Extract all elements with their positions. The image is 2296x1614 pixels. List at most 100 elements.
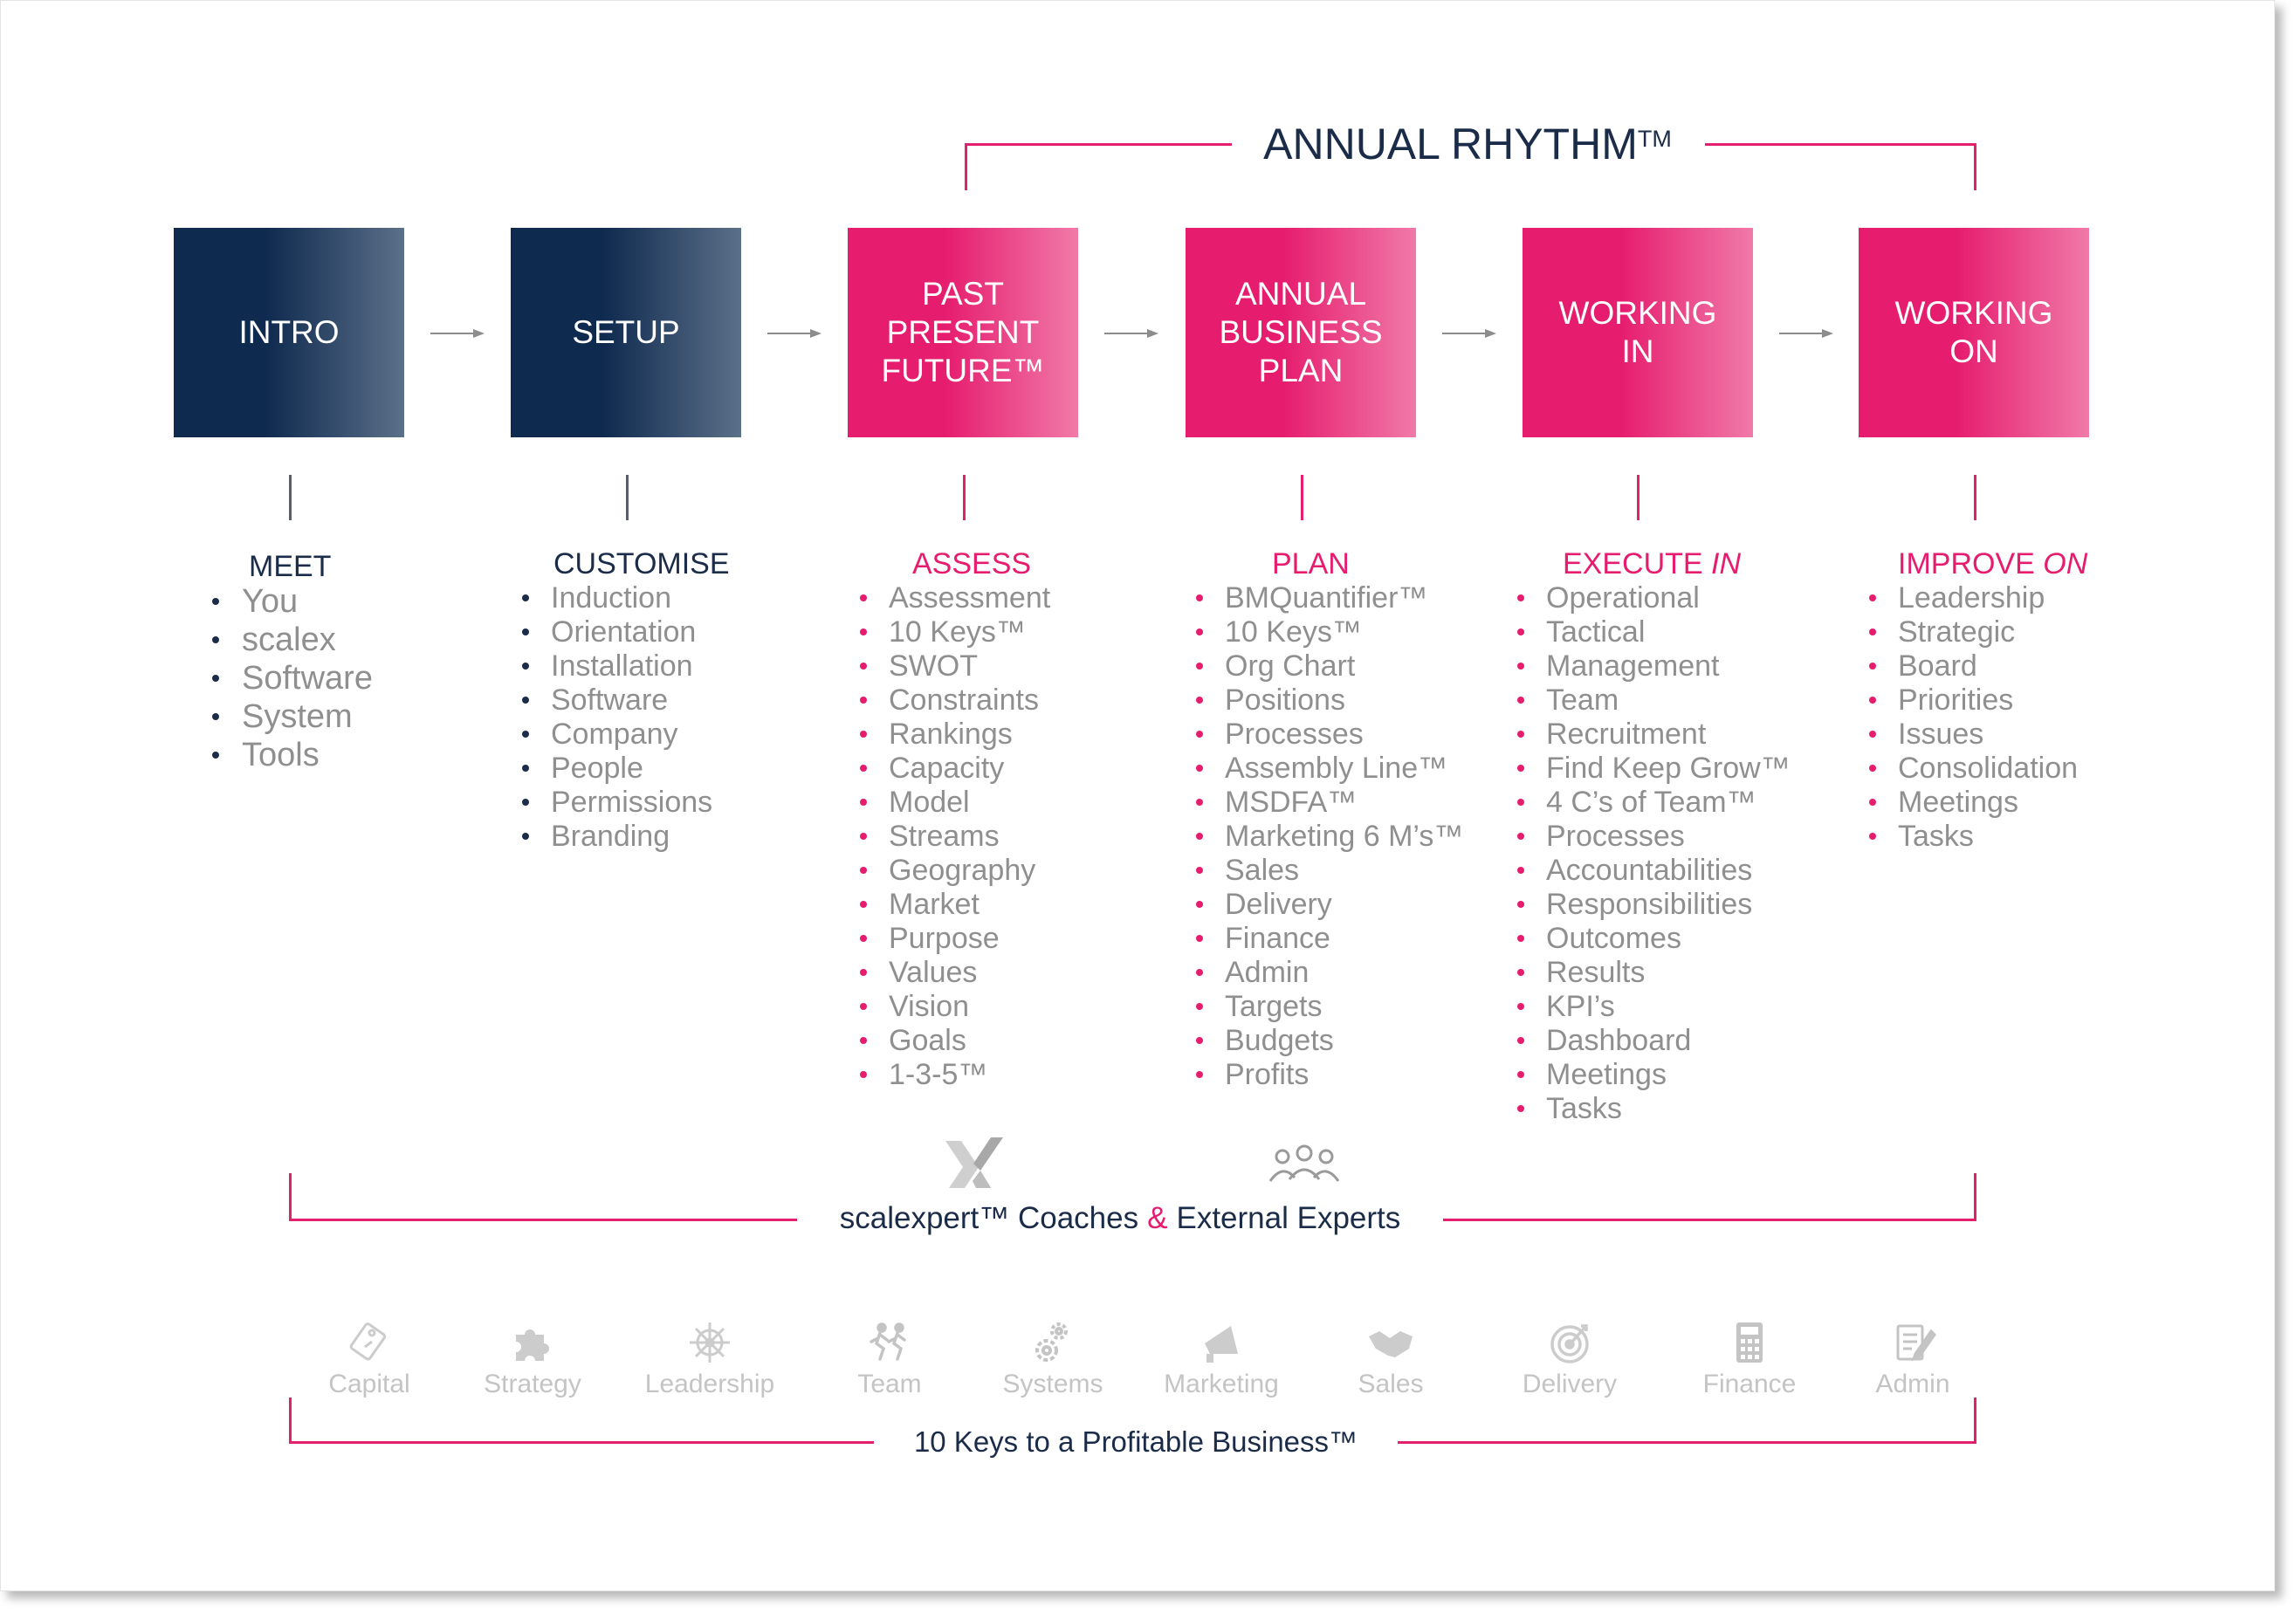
meet-list: You scalex Software System Tools (210, 582, 373, 774)
list-item: Assembly Line™ (1194, 752, 1463, 786)
stage-abp-label: ANNUAL BUSINESS PLAN (1219, 276, 1383, 388)
list-item: Consolidation (1867, 752, 2078, 786)
list-item: Marketing 6 M’s™ (1194, 820, 1463, 854)
list-item: Admin (1194, 956, 1463, 990)
improve-list: Leadership Strategic Board Priorities Is… (1867, 581, 2078, 854)
stage-past-present-future: PAST PRESENT FUTURE™ (848, 228, 1078, 437)
stage-intro: INTRO (174, 228, 404, 437)
list-item: You (210, 582, 373, 621)
rhythm-bracket-left-horizontal (965, 143, 1232, 146)
key-delivery: Delivery (1482, 1319, 1657, 1401)
arrow-right-icon (1104, 329, 1158, 338)
ampersand: & (1147, 1201, 1168, 1235)
keys-bracket-left-horizontal (289, 1441, 874, 1444)
list-item: Company (520, 718, 712, 752)
megaphone-icon (1205, 1326, 1238, 1363)
experts-bracket-left-horizontal (289, 1219, 797, 1221)
list-item: BMQuantifier™ (1194, 581, 1463, 615)
list-item: MSDFA™ (1194, 786, 1463, 820)
calculator-icon (1736, 1322, 1763, 1363)
stage-working-on: WORKING ON (1859, 228, 2089, 437)
puzzle-icon (516, 1329, 549, 1361)
list-item: Priorities (1867, 683, 2078, 718)
list-item: Org Chart (1194, 649, 1463, 683)
list-item: 10 Keys™ (1194, 615, 1463, 649)
external-experts-text: External Experts (1176, 1201, 1401, 1235)
list-item: Software (210, 659, 373, 697)
key-label: Capital (328, 1370, 410, 1398)
list-item: 1-3-5™ (858, 1058, 1050, 1092)
list-item: Recruitment (1516, 718, 1791, 752)
key-strategy: Strategy (445, 1319, 620, 1401)
list-item: Software (520, 683, 712, 718)
stage-setup: SETUP (511, 228, 741, 437)
stage-working-on-label: WORKING ON (1894, 295, 2053, 369)
list-item: Streams (858, 820, 1050, 854)
key-label: Finance (1702, 1370, 1797, 1398)
notepad-icon (1896, 1324, 1936, 1362)
list-item: Dashboard (1516, 1024, 1791, 1058)
stage-setup-label: SETUP (572, 314, 680, 350)
connector-tick (626, 475, 629, 520)
list-item: 10 Keys™ (858, 615, 1050, 649)
list-item: Accountabilities (1516, 854, 1791, 888)
list-item: Induction (520, 581, 712, 615)
list-item: Orientation (520, 615, 712, 649)
column-heading: MEET (249, 550, 332, 583)
list-item: Model (858, 786, 1050, 820)
column-heading: EXECUTE IN (1563, 547, 1742, 580)
rhythm-bracket-right-horizontal (1705, 143, 1976, 146)
list-item: Processes (1516, 820, 1791, 854)
keys-bracket-right-vertical (1974, 1398, 1976, 1443)
stage-working-in-label: WORKING IN (1558, 295, 1717, 369)
list-item: Market (858, 888, 1050, 922)
rhythm-bracket-right-vertical (1974, 143, 1976, 190)
experts-bracket-right-vertical (1974, 1173, 1976, 1221)
list-item: Operational (1516, 581, 1791, 615)
arrow-right-icon (1779, 329, 1833, 338)
list-item: Tools (210, 736, 373, 774)
connector-tick (1974, 475, 1976, 520)
connector-tick (1301, 475, 1303, 520)
list-item: Geography (858, 854, 1050, 888)
list-item: Vision (858, 990, 1050, 1024)
list-item: scalex (210, 621, 373, 659)
stage-ppf-label: PAST PRESENT FUTURE™ (881, 276, 1045, 388)
list-item: KPI’s (1516, 990, 1791, 1024)
target-icon (1550, 1324, 1589, 1363)
list-item: Meetings (1867, 786, 2078, 820)
list-item: Management (1516, 649, 1791, 683)
connector-tick (963, 475, 966, 520)
list-item: Profits (1194, 1058, 1463, 1092)
column-heading: CUSTOMISE (553, 547, 730, 580)
list-item: Responsibilities (1516, 888, 1791, 922)
list-item: Processes (1194, 718, 1463, 752)
list-item: Meetings (1516, 1058, 1791, 1092)
connector-tick (289, 475, 292, 520)
key-label: Admin (1875, 1370, 1950, 1398)
people-group-icon (1268, 1144, 1340, 1182)
list-item: Strategic (1867, 615, 2078, 649)
stage-working-in: WORKING IN (1523, 228, 1753, 437)
experts-bracket-right-horizontal (1443, 1219, 1976, 1221)
column-heading: PLAN (1272, 547, 1350, 580)
key-label: Delivery (1522, 1370, 1618, 1398)
arrow-right-icon (1442, 329, 1496, 338)
key-marketing: Marketing (1134, 1319, 1309, 1401)
list-item: System (210, 697, 373, 736)
list-item: Leadership (1867, 581, 2078, 615)
ten-keys-title: 10 Keys to a Profitable Business™ (874, 1413, 1398, 1471)
list-item: Installation (520, 649, 712, 683)
column-heading: ASSESS (912, 547, 1032, 580)
list-item: Targets (1194, 990, 1463, 1024)
stage-intro-label: INTRO (238, 314, 340, 350)
key-finance: Finance (1662, 1319, 1837, 1401)
list-item: Branding (520, 820, 712, 854)
list-item: Positions (1194, 683, 1463, 718)
experts-bracket-left-vertical (289, 1173, 292, 1221)
connector-tick (1637, 475, 1640, 520)
key-leadership: Leadership (622, 1319, 797, 1401)
list-item: SWOT (858, 649, 1050, 683)
key-team: Team (802, 1319, 977, 1401)
list-item: Capacity (858, 752, 1050, 786)
